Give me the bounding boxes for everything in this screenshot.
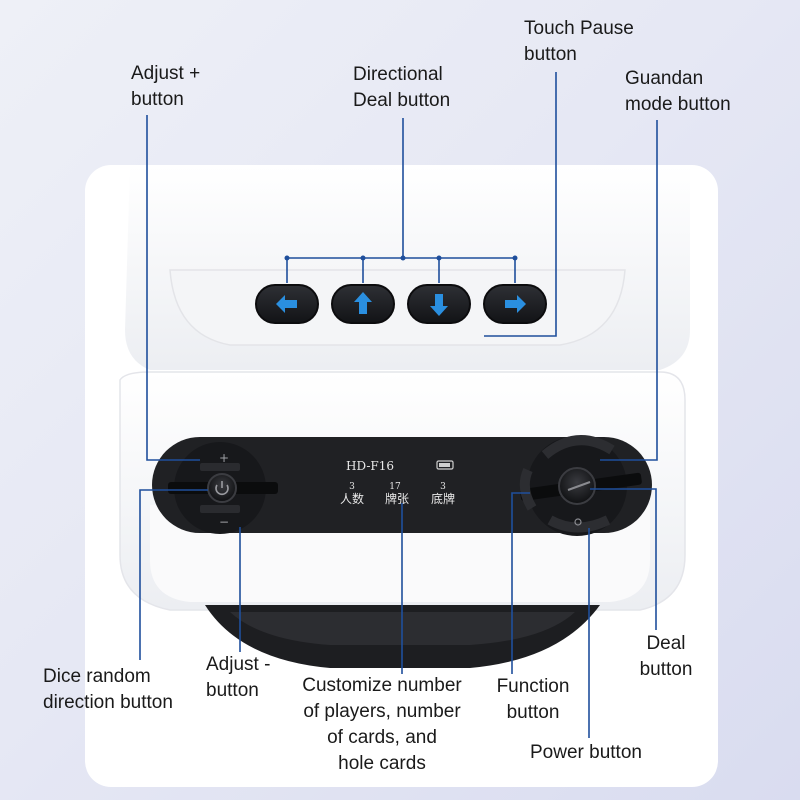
label-adjust-plus: Adjust + button <box>131 63 201 110</box>
cards-value: 17 <box>389 482 401 492</box>
label-adjust-minus: Adjust - button <box>206 654 271 701</box>
model-name: HD-F16 <box>346 459 394 473</box>
cards-label: 牌张 <box>385 492 409 506</box>
adjust-plus-button[interactable]: + <box>219 451 229 465</box>
battery-icon <box>436 460 454 470</box>
players-value: 3 <box>349 482 355 492</box>
label-power: Power button <box>530 742 642 763</box>
leader-lines <box>139 72 658 738</box>
function-button[interactable] <box>519 467 537 511</box>
adjust-minus-button[interactable]: − <box>219 515 229 529</box>
leader-dots <box>284 255 518 261</box>
hole-label: 底牌 <box>431 491 455 506</box>
power-icon <box>215 481 229 496</box>
guandan-mode-button[interactable] <box>541 435 615 459</box>
label-touch-pause: Touch Pause button <box>524 18 634 65</box>
power-button[interactable] <box>547 515 611 533</box>
label-dice-random: Dice random direction button <box>43 666 173 713</box>
hole-value: 3 <box>440 482 446 492</box>
deal-button[interactable] <box>558 467 596 505</box>
players-label: 人数 <box>340 491 364 506</box>
label-customize: Customize number of players, number of c… <box>302 675 462 774</box>
label-guandan-mode: Guandan mode button <box>625 68 731 115</box>
arrow-down-icon <box>430 294 448 316</box>
label-function: Function button <box>496 676 570 723</box>
arrow-up-icon <box>354 292 372 314</box>
arrow-right-icon <box>505 295 526 313</box>
label-deal: Deal button <box>639 633 693 680</box>
label-directional-deal: Directional Deal button <box>353 64 451 111</box>
lcd-display: HD-F16 3 17 3 人数 牌张 底牌 <box>340 459 455 506</box>
arrow-left-icon <box>276 295 297 313</box>
